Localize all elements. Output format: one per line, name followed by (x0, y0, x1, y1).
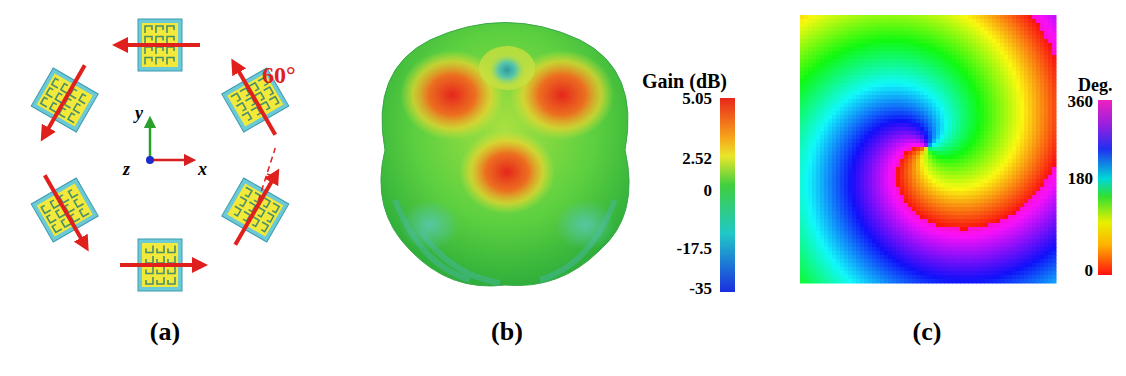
tick-label: 180 (1068, 170, 1094, 189)
z-axis (146, 156, 154, 164)
x-axis (150, 159, 190, 162)
axis-label: x (198, 160, 207, 180)
gain-pattern (381, 23, 629, 287)
angle-arc (267, 174, 274, 177)
angle-label: 60° (262, 62, 296, 88)
reference-line (255, 148, 275, 210)
tick-label: 5.05 (682, 90, 712, 109)
tick-label: 0 (704, 182, 713, 201)
polarization-arrow (45, 175, 85, 244)
panel-label: (c) (913, 318, 942, 347)
y-axis (149, 122, 152, 160)
polarization-arrow (120, 43, 200, 47)
polarization-arrow (45, 65, 85, 134)
polarization-arrow (120, 263, 200, 267)
tick-label: 0 (1085, 262, 1094, 281)
axis-label: y (135, 104, 143, 124)
axis-label: z (123, 160, 130, 180)
tick-label: 360 (1068, 93, 1094, 112)
phase-map (800, 15, 1057, 284)
tick-label: -17.5 (677, 240, 712, 259)
tick-label: -35 (689, 280, 712, 299)
colorbar-title: Gain (dB) (642, 70, 727, 92)
metasurface-array (31, 19, 289, 291)
panel-label: (b) (491, 318, 523, 347)
tick-label: 2.52 (682, 150, 712, 169)
gain-colorbar (720, 98, 735, 292)
phase-colorbar (1098, 100, 1112, 275)
panel-label: (a) (150, 318, 180, 347)
